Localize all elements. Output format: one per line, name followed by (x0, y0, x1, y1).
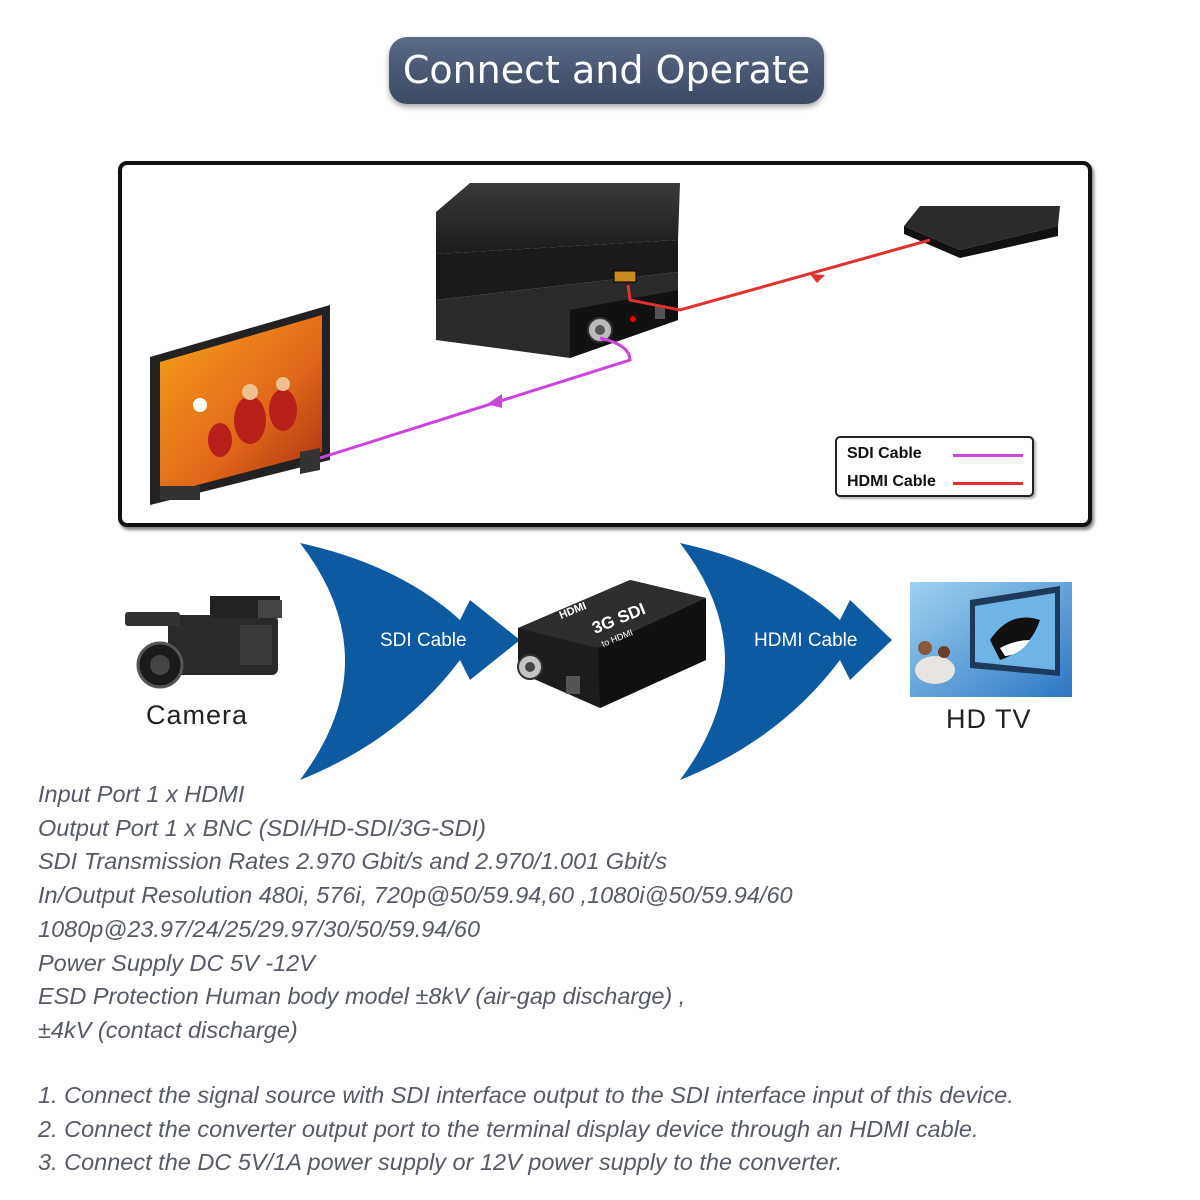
spec-list: Input Port 1 x HDMI Output Port 1 x BNC … (38, 778, 1178, 1048)
legend-hdmi-line (953, 482, 1023, 485)
sdi-arrow-marker (487, 394, 502, 408)
hdtv-icon (910, 582, 1072, 697)
hdmi-flow-arrow (680, 543, 892, 780)
source-device-icon (904, 206, 1060, 258)
sdi-flow-label: SDI Cable (380, 630, 467, 651)
step-line: 2. Connect the converter output port to … (38, 1115, 979, 1142)
legend-sdi-label: SDI Cable (847, 445, 922, 462)
spec-line: SDI Transmission Rates 2.970 Gbit/s and … (38, 848, 668, 875)
hdmi-flow-label: HDMI Cable (754, 630, 858, 651)
spec-line: In/Output Resolution 480i, 576i, 720p@50… (38, 882, 793, 909)
page-title: Connect and Operate (389, 37, 824, 104)
spec-line: Output Port 1 x BNC (SDI/HD-SDI/3G-SDI) (38, 814, 486, 841)
converter-product-icon (517, 580, 706, 708)
hdtv-caption: HD TV (946, 704, 1032, 734)
sdi-cable-line (319, 336, 632, 460)
hdmi-arrow-marker (810, 274, 825, 283)
hdmi-cable-line (626, 238, 931, 312)
step-line: 1. Connect the signal source with SDI in… (38, 1082, 1014, 1108)
spec-line: 1080p@23.97/24/25/29.97/30/50/59.94/60 (38, 915, 481, 942)
converter-box-icon (436, 183, 680, 358)
camera-caption: Camera (146, 700, 249, 730)
camera-icon (125, 596, 282, 689)
sdi-flow-arrow (300, 543, 520, 780)
spec-line: ±4kV (contact discharge) (38, 1016, 298, 1043)
step-line: 3. Connect the DC 5V/1A power supply or … (38, 1149, 843, 1175)
spec-line: Input Port 1 x HDMI (38, 781, 245, 807)
spec-line: Power Supply DC 5V -12V (38, 949, 315, 976)
cable-legend: SDI Cable HDMI Cable (835, 436, 1034, 497)
spec-line: ESD Protection Human body model ±8kV (ai… (38, 983, 686, 1010)
legend-sdi-line (953, 454, 1023, 457)
instruction-steps: 1. Connect the signal source with SDI in… (38, 1079, 1188, 1180)
legend-hdmi-label: HDMI Cable (847, 473, 936, 490)
monitor-icon (150, 305, 330, 505)
